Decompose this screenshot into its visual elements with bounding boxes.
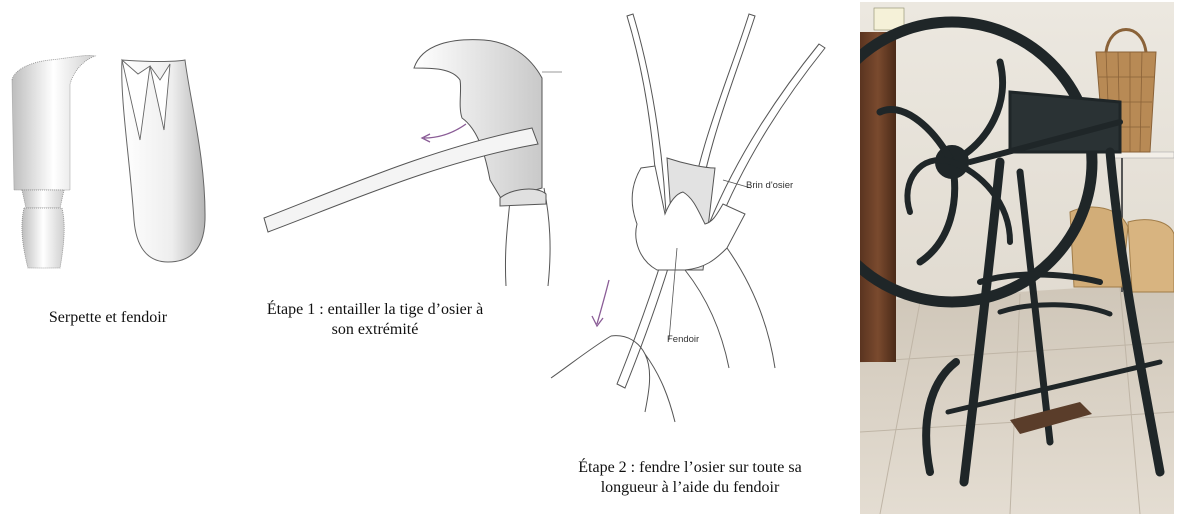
arrow-left-icon — [422, 124, 466, 142]
wooden-pillar — [860, 32, 896, 362]
hand-lower-icon — [551, 336, 675, 422]
caption-line-1: Étape 1 : entailler la tige d’osier à — [240, 300, 510, 320]
etape-2-drawing — [545, 8, 835, 428]
caption-line-2: son extrémité — [240, 320, 510, 340]
caption-line-2: longueur à l’aide du fendoir — [530, 478, 850, 498]
figure-serpette-fendoir — [0, 40, 220, 280]
caption-serpette-fendoir: Serpette et fendoir — [28, 308, 188, 328]
label-brin-osier: Brin d'osier — [746, 180, 793, 191]
serpette-fendoir-drawing — [0, 40, 220, 280]
caption-etape-1: Étape 1 : entailler la tige d’osier à so… — [240, 300, 510, 340]
label-fendoir: Fendoir — [667, 334, 699, 345]
photo-machine — [860, 2, 1174, 514]
caption-etape-2: Étape 2 : fendre l’osier sur toute sa lo… — [530, 458, 850, 498]
caption-line-1: Étape 2 : fendre l’osier sur toute sa — [530, 458, 850, 478]
caption-text: Serpette et fendoir — [49, 309, 167, 326]
splitting-machine-photo — [860, 2, 1174, 514]
serpette-icon — [12, 55, 95, 268]
figure-etape-2 — [545, 8, 835, 428]
arrow-down-icon — [592, 280, 609, 326]
figure-etape-1 — [262, 38, 562, 288]
etape-1-drawing — [262, 38, 562, 288]
fendoir-icon — [122, 60, 205, 262]
